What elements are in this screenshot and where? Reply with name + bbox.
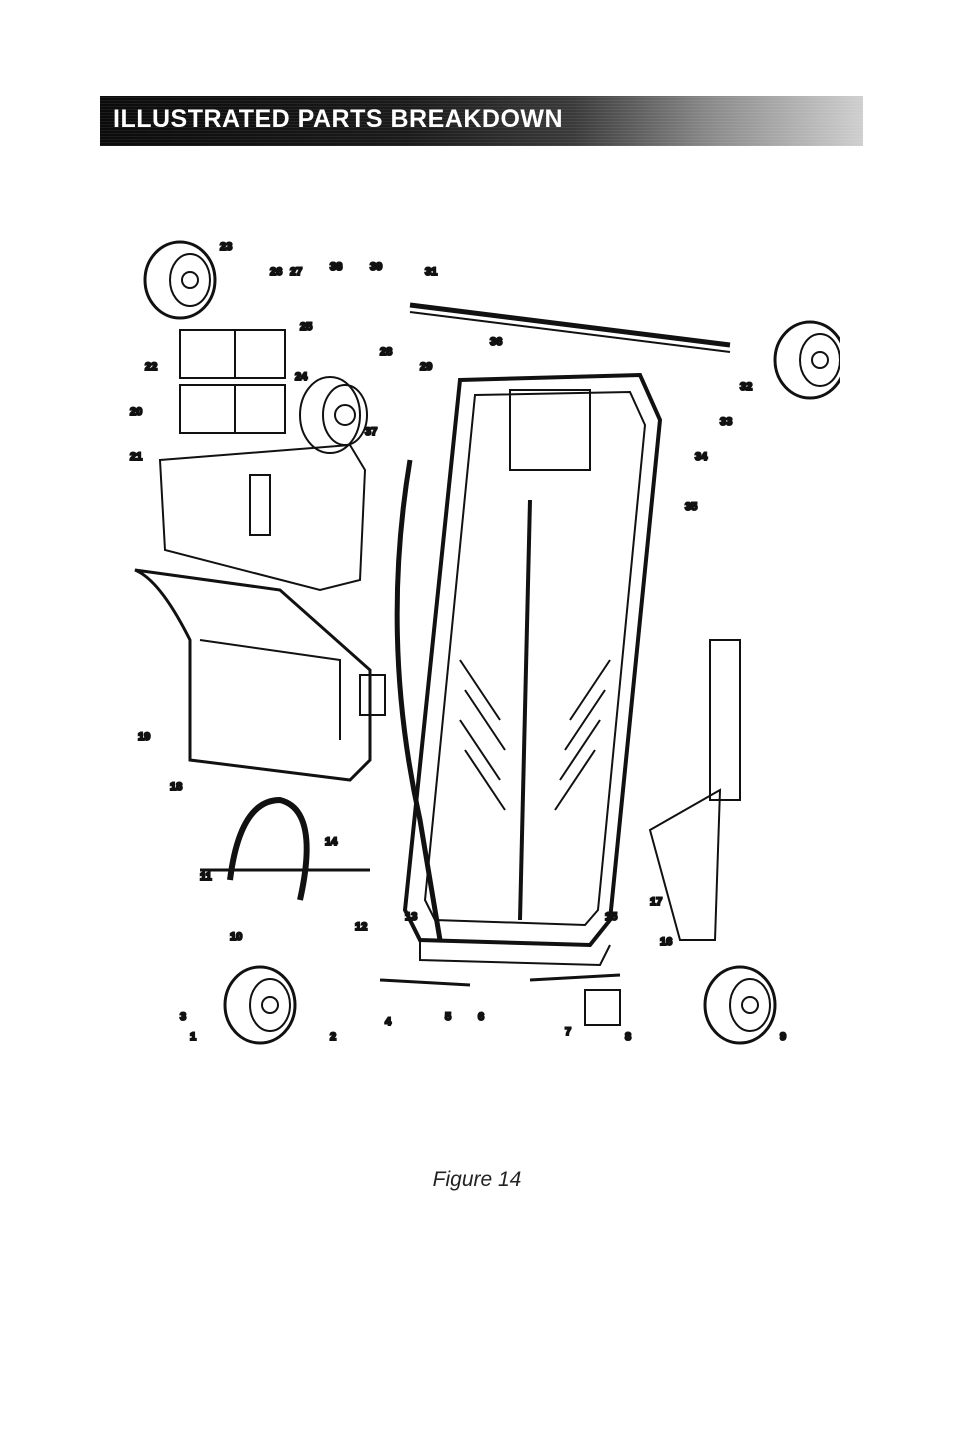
- front-right-wheel: [703, 965, 777, 1045]
- batteries: [179, 329, 286, 434]
- callout-27: 27: [290, 266, 302, 278]
- callout-2: 2: [330, 1031, 336, 1043]
- callout-26: 26: [270, 266, 282, 278]
- part-callouts: 1 2 3 4 5 6 7 8 9 10 11 12 13 14 15 16 1…: [129, 240, 787, 1044]
- callout-6: 6: [478, 1011, 484, 1023]
- chassis-frame: [394, 372, 663, 967]
- callout-21: 21: [130, 451, 142, 463]
- callout-25: 25: [300, 321, 312, 333]
- callout-19: 19: [138, 731, 150, 743]
- callout-35: 35: [685, 501, 697, 513]
- callout-37: 37: [365, 426, 377, 438]
- callout-23: 23: [220, 241, 232, 253]
- figure-caption: Figure 14: [432, 1168, 522, 1191]
- rear-axle: [409, 302, 731, 353]
- callout-28: 28: [380, 346, 392, 358]
- front-tie-rods: [379, 973, 621, 1026]
- section-title: ILLUSTRATED PARTS BREAKDOWN: [113, 105, 564, 133]
- callout-36: 36: [490, 336, 502, 348]
- callout-1: 1: [190, 1031, 196, 1043]
- front-left-wheel: [223, 965, 297, 1045]
- battery-cover: [158, 443, 367, 592]
- callout-11: 11: [200, 871, 212, 883]
- callout-15: 15: [605, 911, 617, 923]
- exploded-parts-diagram: 1 2 3 4 5 6 7 8 9 10 11 12 13 14 15 16 1…: [120, 220, 840, 1060]
- callout-24: 24: [295, 371, 308, 383]
- callout-30: 30: [330, 261, 342, 273]
- callout-22: 22: [145, 361, 157, 373]
- callout-20: 20: [130, 406, 142, 418]
- callout-16: 16: [660, 936, 672, 948]
- callout-34: 34: [695, 451, 708, 463]
- seat: [134, 568, 386, 782]
- callout-3: 3: [180, 1011, 186, 1023]
- rear-left-wheel: [143, 240, 217, 320]
- callout-8: 8: [625, 1031, 631, 1043]
- callout-39: 39: [370, 261, 382, 273]
- callout-7: 7: [565, 1026, 571, 1038]
- callout-4: 4: [385, 1016, 392, 1028]
- callout-17: 17: [650, 896, 662, 908]
- callout-33: 33: [720, 416, 732, 428]
- callout-13: 13: [405, 911, 417, 923]
- callout-12: 12: [355, 921, 367, 933]
- motor: [299, 376, 368, 454]
- callout-10: 10: [230, 931, 242, 943]
- rear-right-wheel: [773, 320, 840, 400]
- callout-18: 18: [170, 781, 182, 793]
- callout-29: 29: [420, 361, 432, 373]
- steering-column: [648, 639, 741, 941]
- callout-9: 9: [780, 1031, 786, 1043]
- section-banner: ILLUSTRATED PARTS BREAKDOWN: [100, 96, 863, 146]
- callout-14: 14: [325, 836, 338, 848]
- callout-5: 5: [445, 1011, 451, 1023]
- callout-38: 38: [330, 261, 342, 273]
- callout-31: 31: [425, 266, 437, 278]
- roll-bar: [200, 796, 370, 901]
- callout-32: 32: [740, 381, 752, 393]
